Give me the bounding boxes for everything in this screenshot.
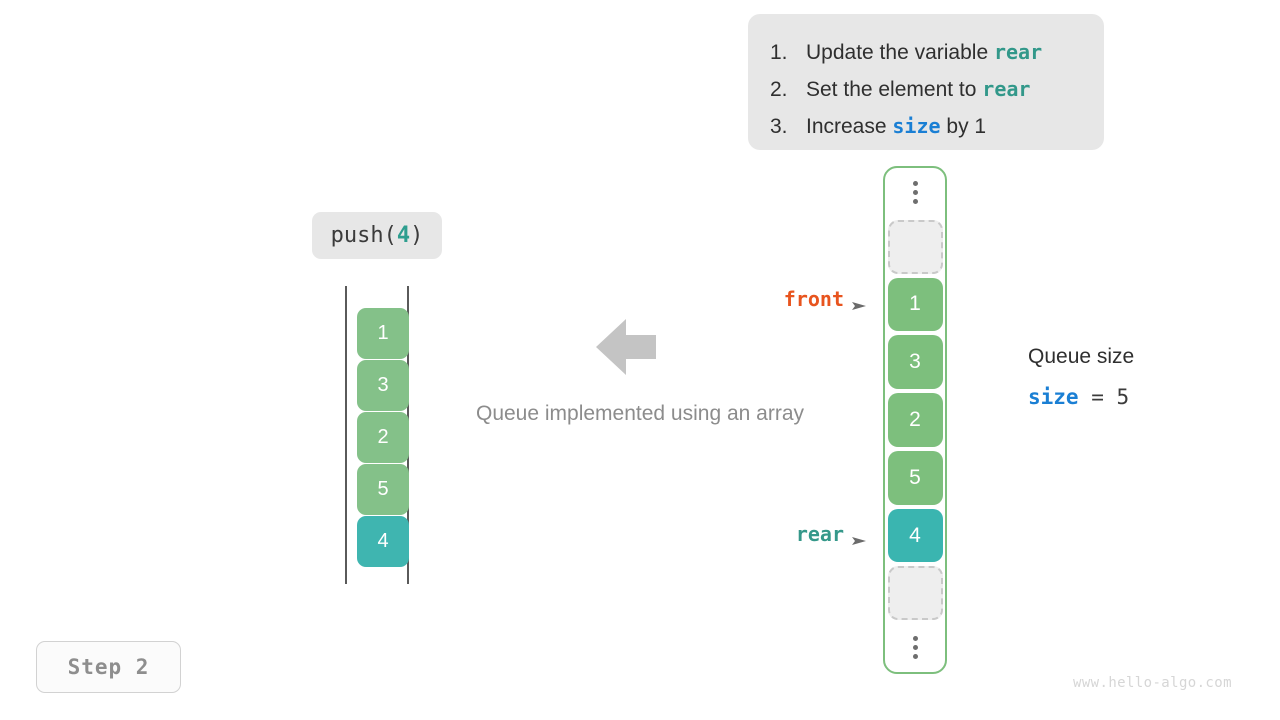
front-pointer-arrow-icon bbox=[852, 293, 870, 310]
instruction-item: 2. Set the element to rear bbox=[748, 71, 1104, 108]
array-bottom-ellipsis-icon bbox=[883, 622, 947, 672]
array-slot: 3 bbox=[887, 335, 943, 390]
watermark: www.hello-algo.com bbox=[1073, 675, 1232, 691]
instruction-callout: 1. Update the variable rear 2. Set the e… bbox=[748, 14, 1104, 150]
operation-argument: 4 bbox=[396, 223, 411, 248]
rear-pointer-arrow-icon bbox=[852, 528, 870, 545]
array-top-ellipsis-icon bbox=[883, 168, 947, 218]
front-pointer: front bbox=[700, 287, 870, 311]
queue-size-block: Queue size size = 5 bbox=[1028, 342, 1248, 412]
keyword-rear: rear bbox=[993, 40, 1043, 64]
array-slot: 1 bbox=[887, 277, 943, 332]
abstract-queue-cells: 1 3 2 5 4 bbox=[357, 308, 409, 567]
instruction-number: 2. bbox=[770, 78, 788, 101]
abstract-queue: 1 3 2 5 4 bbox=[345, 286, 409, 584]
step-badge: Step 2 bbox=[36, 641, 181, 693]
operation-label: push(4) bbox=[312, 212, 442, 259]
queue-cell: 5 bbox=[357, 464, 409, 515]
array-slot-empty bbox=[887, 219, 943, 274]
keyword-size: size bbox=[892, 114, 941, 138]
array-slot-rear: 4 bbox=[887, 508, 943, 563]
instruction-item: 1. Update the variable rear bbox=[748, 34, 1104, 71]
queue-cell: 4 bbox=[357, 516, 409, 567]
array-slot: 2 bbox=[887, 393, 943, 447]
diagram-caption: Queue implemented using an array bbox=[475, 402, 805, 425]
queue-size-number: 5 bbox=[1116, 385, 1130, 409]
instruction-number: 3. bbox=[770, 115, 788, 138]
queue-size-title: Queue size bbox=[1028, 345, 1135, 368]
keyword-rear: rear bbox=[982, 77, 1031, 101]
instruction-text: Update the variable rear bbox=[806, 40, 1043, 64]
queue-cell: 3 bbox=[357, 360, 409, 411]
front-pointer-label: front bbox=[783, 287, 844, 311]
instruction-text: Set the element to rear bbox=[806, 77, 1031, 101]
queue-size-expression: size = 5 bbox=[1028, 382, 1248, 412]
rear-pointer-label: rear bbox=[795, 522, 844, 546]
array-slot-empty bbox=[887, 566, 943, 621]
instruction-item: 3. Increase size by 1 bbox=[748, 108, 1104, 145]
operation-close-paren: ) bbox=[410, 223, 424, 248]
queue-cell: 2 bbox=[357, 412, 409, 463]
instruction-number: 1. bbox=[770, 41, 788, 64]
queue-size-variable: size bbox=[1028, 385, 1079, 409]
instruction-text: Increase size by 1 bbox=[806, 114, 987, 138]
queue-rail-left bbox=[345, 286, 347, 584]
array-container: 1 3 2 5 4 bbox=[883, 166, 947, 674]
rear-pointer: rear bbox=[700, 522, 870, 546]
queue-size-equals: = bbox=[1078, 385, 1117, 409]
operation-name: push( bbox=[330, 223, 397, 248]
array-slot: 5 bbox=[887, 450, 943, 505]
queue-cell: 1 bbox=[357, 308, 409, 359]
left-arrow-icon bbox=[596, 318, 656, 376]
